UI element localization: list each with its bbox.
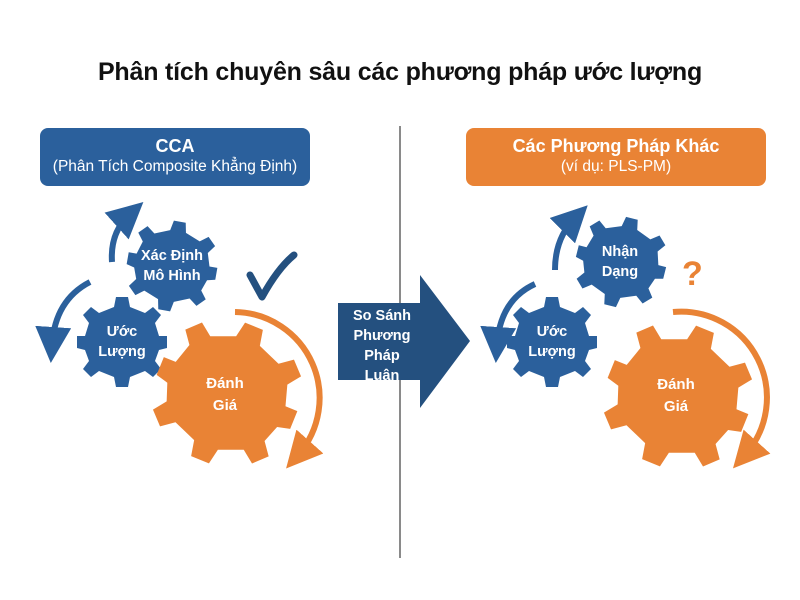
cca-cycle-arrows: [35, 201, 324, 469]
other-methods-header-subtitle: (ví dụ: PLS-PM): [560, 158, 672, 175]
page-title: Phân tích chuyên sâu các phương pháp ước…: [97, 58, 703, 86]
compare-arrow-shape: [338, 275, 470, 408]
other-methods-header-box: Các Phương Pháp Khác (ví dụ: PLS-PM): [466, 128, 766, 186]
other-cycle-arrows: [480, 205, 771, 469]
gear-label-estimation-left: Ước Lượng: [98, 324, 146, 360]
other-methods-header-title: Các Phương Pháp Khác: [512, 136, 720, 156]
gear-label-evaluation-right: Đánh Giá: [657, 376, 695, 415]
compare-arrow-label: So Sánh Phương Pháp Luận: [352, 308, 411, 384]
cca-header-title: CCA: [155, 136, 195, 156]
cca-header-subtitle: (Phân Tích Composite Khẳng Định): [52, 158, 298, 175]
gear-label-evaluation-left: Đánh Giá: [206, 375, 244, 414]
checkmark-icon: [246, 251, 298, 301]
cca-header-box: CCA (Phân Tích Composite Khẳng Định): [40, 128, 310, 186]
gear-label-estimation-right: Ước Lượng: [528, 324, 576, 360]
gear-label-model-specification: Xác Định Mô Hình: [140, 248, 204, 284]
question-mark-icon: ?: [682, 255, 703, 293]
gear-label-identification: Nhận Dạng: [601, 244, 639, 280]
